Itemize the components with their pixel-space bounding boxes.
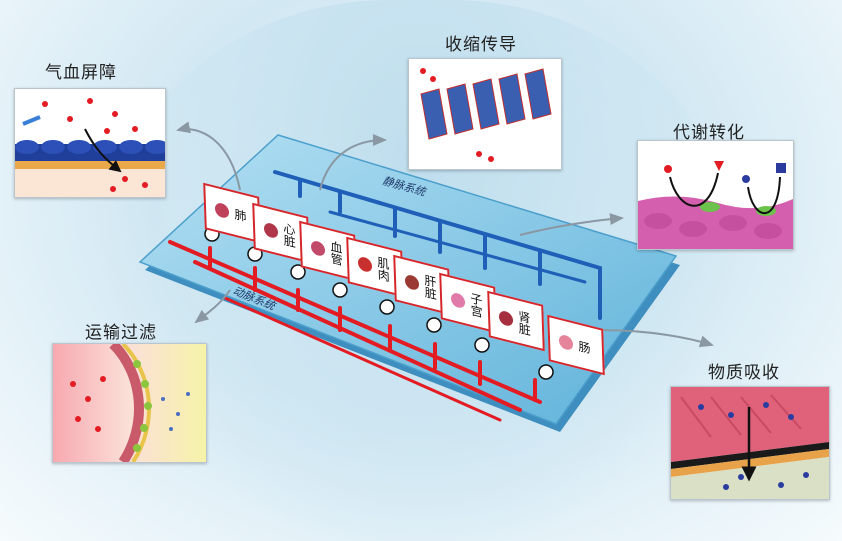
organ-icon [451,292,465,310]
panel-air-blood-barrier [14,88,166,198]
muscle-strips-illustration [409,59,561,169]
label-contraction-conduction: 收缩传导 [445,30,517,55]
panel-metabolic-conversion [637,140,794,250]
organ-label: 肝脏 [422,273,440,302]
panel-contraction-conduction [408,58,562,170]
organ-icon [311,240,325,258]
metabolism-illustration [638,141,793,249]
label-transport-filtration: 运输过滤 [85,318,157,343]
organ-label: 心脏 [281,221,299,250]
panel-transport-filtration [52,343,207,463]
organ-label: 肺 [232,207,249,223]
organ-icon [559,334,573,352]
organ-label: 肾脏 [516,309,534,338]
organ-label: 肌肉 [375,255,393,284]
label-substance-absorption: 物质吸收 [708,358,780,383]
panel-substance-absorption [670,386,830,500]
organ-icon [358,256,372,274]
absorption-illustration [671,387,829,499]
valve [539,365,553,379]
valve [333,283,347,297]
label-air-blood-barrier: 气血屏障 [45,58,117,83]
organ-label: 血管 [328,239,346,268]
barrier-illustration [15,89,165,197]
organ-label: 子宫 [468,291,486,320]
organ-icon [264,222,278,240]
filtration-illustration [53,344,206,462]
organ-icon [215,202,229,220]
valve [380,300,394,314]
organ-icon [405,274,419,292]
organ-icon [499,310,513,328]
valve [427,318,441,332]
valve [475,338,489,352]
organ-label: 肠 [576,339,593,355]
